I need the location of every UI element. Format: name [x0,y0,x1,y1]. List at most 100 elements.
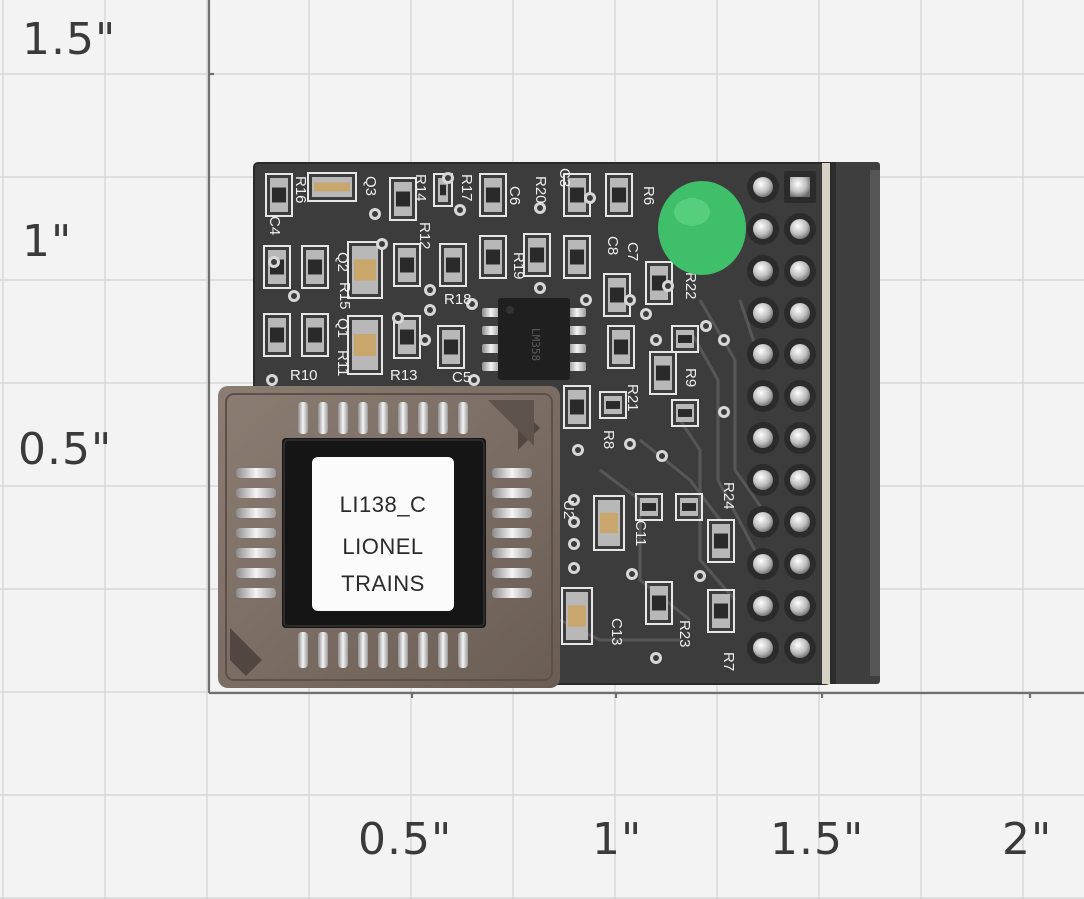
component-body [656,365,670,381]
via-hole [659,453,665,459]
socket-contact [236,588,276,598]
socket-contact [418,402,428,434]
silkscreen-label: Q3 [362,176,379,196]
silkscreen-label: R15 [336,282,353,310]
component-body [612,187,626,203]
socket-contact [358,402,368,434]
via-hole [583,297,589,303]
socket-contact [318,402,328,434]
component-body [678,335,692,343]
pcb-vias [266,172,730,664]
green-marker-dot [658,181,746,275]
socket-contact [236,488,276,498]
silkscreen-label: R13 [390,367,418,384]
silkscreen-outline [389,177,417,221]
socket-contact [458,402,468,434]
ruler-label-x: 0.5" [358,814,453,865]
silkscreen-outline [479,235,507,279]
via-hole [643,311,649,317]
via-hole [372,211,378,217]
silkscreen-outline [263,313,291,357]
silkscreen-label: R14 [412,174,429,202]
header-pin [753,344,773,364]
header-pin [753,386,773,406]
via-hole [457,207,463,213]
pin-header-shroud [826,162,880,684]
chip-label-line: TRAINS [341,571,425,596]
socket-contact [236,548,276,558]
silkscreen-label: R6 [640,186,657,205]
component-body [642,503,656,511]
grid-major-lines [207,0,1084,698]
via-hole [627,297,633,303]
header-pin [790,219,810,239]
silkscreen-label: R21 [624,384,641,412]
header-pin [753,554,773,574]
silkscreen-label: C6 [506,186,523,205]
socket-contact [492,468,532,478]
header-pin [790,596,810,616]
component-body [354,334,376,356]
via-hole [291,293,297,299]
silkscreen-label: C4 [266,216,283,235]
component-body [606,401,620,409]
via-hole [379,241,385,247]
ruler-label-y: 0.5" [18,424,113,475]
component-body [600,512,618,534]
plcc-socket-contacts [236,402,532,668]
silkscreen-label: Q1 [334,318,351,338]
via-hole [571,541,577,547]
header-pin [790,638,810,658]
component-body [272,187,286,203]
header-pin [790,428,810,448]
via-hole [721,409,727,415]
silkscreen-label: R8 [600,430,617,449]
component-body [270,327,284,343]
component-body [354,259,376,281]
via-hole [697,573,703,579]
ruler-label-y: 1" [22,216,73,267]
header-pin [753,177,773,197]
silkscreen-outline [707,519,735,563]
ic-pin [482,308,500,317]
silkscreen-outline [599,391,627,419]
socket-contact [378,632,388,668]
header-pin [753,219,773,239]
silkscreen-label: C3 [556,168,573,187]
silkscreen-label: R11 [334,350,351,376]
silkscreen-outline [561,587,593,645]
socket-contact [378,402,388,434]
socket-contact [492,488,532,498]
ruler-label-y: 1.5" [22,14,117,65]
plcc-chip [282,438,486,628]
silkscreen-outline [605,173,633,217]
silkscreen-outline [307,172,357,202]
silkscreen-outline [301,313,329,357]
header-pin [753,428,773,448]
via-hole [703,323,709,329]
via-hole [445,175,451,181]
silkscreen-label: R19 [510,252,527,280]
via-hole [721,337,727,343]
via-hole [629,571,635,577]
silkscreen-label: R12 [416,222,433,250]
component-body [396,191,410,207]
component-body [440,184,446,196]
via-hole [653,655,659,661]
ic-pin [568,308,586,317]
component-body [314,182,350,192]
silkscreen-label: R22 [682,272,699,300]
silkscreen-outline [263,245,291,289]
socket-contact [236,468,276,478]
silkscreen-outline [645,581,673,625]
component-body [682,503,696,511]
via-hole [427,287,433,293]
via-hole [395,315,401,321]
socket-contact [358,632,368,668]
silkscreen-label: C8 [604,236,621,255]
silkscreen-label: R20 [532,176,549,204]
header-pin [790,554,810,574]
smd-components [263,172,735,645]
component-body [486,187,500,203]
